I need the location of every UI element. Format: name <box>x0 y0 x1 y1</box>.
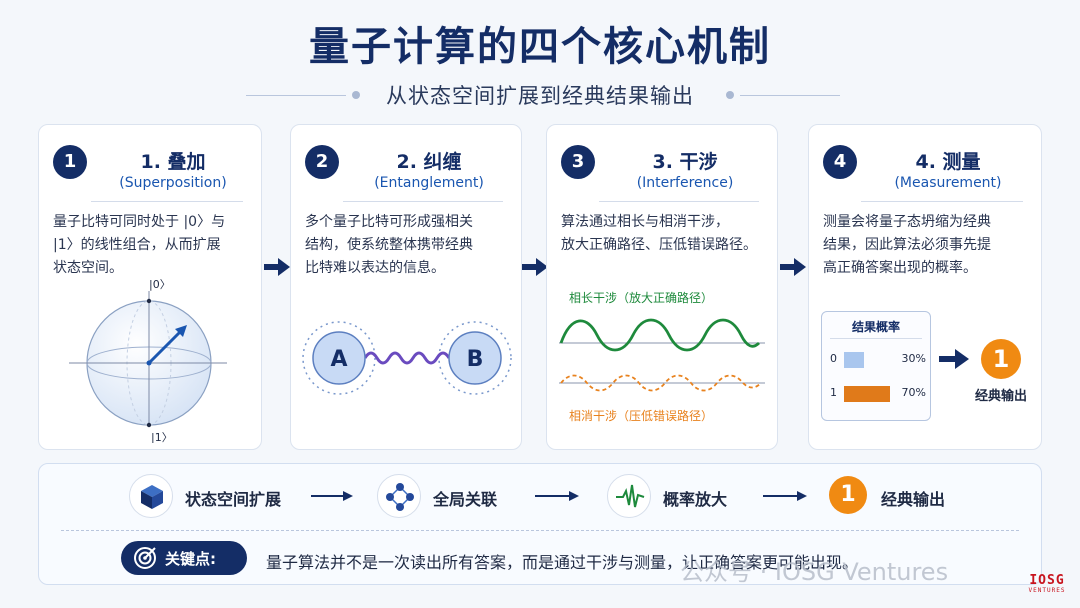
key-point-text: 量子算法并不是一次读出所有答案，而是通过干涉与测量，让正确答案更可能出现。 <box>266 553 859 572</box>
card-divider <box>599 201 759 202</box>
step-label: 概率放大 <box>663 490 728 509</box>
brand-logo: IOSG VENTURES <box>1022 574 1072 595</box>
desc-line: 量子比特可同时处于 |0〉与 <box>53 214 226 230</box>
ket-zero-label: |0〉 <box>149 278 171 291</box>
waveform-icon <box>616 484 645 508</box>
card-subtitle: (Superposition) <box>119 175 227 191</box>
outcome-label: 1 <box>830 386 837 399</box>
summary-panel: 状态空间扩展 全局关联 概率放大 1 经典输出 关键点: 量子算法并不是一次读出… <box>38 463 1042 585</box>
subtitle-dot-left <box>352 91 360 99</box>
node-a-label: A <box>330 347 347 372</box>
probability-title: 结果概率 <box>851 320 900 334</box>
constructive-wave <box>559 318 765 352</box>
arrow-right-icon <box>535 491 579 501</box>
probability-divider <box>830 338 922 339</box>
node-b-label: B <box>467 347 484 372</box>
desc-line: 算法通过相长与相消干涉， <box>561 214 729 230</box>
desc-line: 多个量子比特可形成强相关 <box>305 214 473 230</box>
arrow-right-icon <box>311 491 353 501</box>
output-one-icon: 1 <box>829 476 867 514</box>
card-number: 2 <box>305 145 339 179</box>
card-description: 算法通过相长与相消干涉， 放大正确路径、压低错误路径。 <box>561 211 763 257</box>
key-point-badge: 关键点: <box>121 541 247 575</box>
step-icon-circle <box>607 474 651 518</box>
card-title: 4. 测量 <box>915 151 981 173</box>
outcome-label: 0 <box>830 352 837 365</box>
result-badge: 1 <box>981 339 1021 379</box>
result-label: 经典输出 <box>974 389 1027 404</box>
constructive-label: 相长干涉（放大正确路径） <box>569 291 714 305</box>
card-divider <box>343 201 503 202</box>
probability-value: 30% <box>901 352 926 365</box>
flow-arrow-icon <box>780 258 806 276</box>
desc-line: 高正确答案出现的概率。 <box>823 260 977 276</box>
card-subtitle: (Entanglement) <box>374 175 484 191</box>
desc-line: 比特难以表达的信息。 <box>305 260 445 276</box>
probability-bar <box>844 352 864 368</box>
card-measurement: 4 4. 测量 (Measurement) 测量会将量子态坍缩为经典 结果，因此… <box>808 124 1042 450</box>
watermark: 公众号 · IOSG Ventures <box>680 558 949 586</box>
page-title: 量子计算的四个核心机制 <box>309 24 771 70</box>
desc-line: 结构，使系统整体携带经典 <box>305 237 473 253</box>
bloch-sphere-icon: |0〉 |1〉 <box>69 278 227 443</box>
logo-main: IOSG <box>1029 573 1065 588</box>
card-divider <box>861 201 1023 202</box>
card-interference: 3 3. 干涉 (Interference) 算法通过相长与相消干涉， 放大正确… <box>546 124 778 450</box>
subtitle-line-right <box>740 95 840 96</box>
subtitle-line-left <box>246 95 346 96</box>
summary-divider <box>61 530 1019 531</box>
probability-row: 1 70% <box>830 384 926 404</box>
card-title: 2. 纠缠 <box>396 151 462 173</box>
card-title: 3. 干涉 <box>652 151 718 173</box>
card-subtitle: (Measurement) <box>894 175 1002 191</box>
step-label: 全局关联 <box>433 490 498 509</box>
card-number: 3 <box>561 145 595 179</box>
probability-bar <box>844 386 890 402</box>
desc-line: 放大正确路径、压低错误路径。 <box>561 237 757 253</box>
flow-arrow-icon <box>264 258 290 276</box>
arrow-right-icon <box>939 349 969 369</box>
key-point-label: 关键点: <box>165 550 216 568</box>
destructive-wave <box>559 374 765 392</box>
card-description: 多个量子比特可形成强相关 结构，使系统整体携带经典 比特难以表达的信息。 <box>305 211 507 280</box>
arrow-right-icon <box>763 491 807 501</box>
desc-line: 测量会将量子态坍缩为经典 <box>823 214 991 230</box>
card-description: 量子比特可同时处于 |0〉与 |1〉的线性组合，从而扩展 状态空间。 <box>53 211 247 280</box>
network-icon <box>386 483 414 511</box>
card-superposition: 1 1. 叠加 (Superposition) 量子比特可同时处于 |0〉与 |… <box>38 124 262 450</box>
step-label: 经典输出 <box>881 490 946 509</box>
cube-icon <box>141 485 163 509</box>
step-icon-circle <box>129 474 173 518</box>
ket-one-label: |1〉 <box>151 431 173 443</box>
subtitle-row: 从状态空间扩展到经典结果输出 <box>0 80 1080 110</box>
card-divider <box>91 201 243 202</box>
desc-line: |1〉的线性组合，从而扩展 <box>53 237 221 253</box>
card-description: 测量会将量子态坍缩为经典 结果，因此算法必须事先提 高正确答案出现的概率。 <box>823 211 1027 280</box>
entanglement-diagram: A B <box>302 321 512 395</box>
desc-line: 状态空间。 <box>53 260 123 276</box>
card-entanglement: 2 2. 纠缠 (Entanglement) 多个量子比特可形成强相关 结构，使… <box>290 124 522 450</box>
flow-arrow-icon <box>522 258 548 276</box>
probability-row: 0 30% <box>830 350 926 370</box>
card-number: 4 <box>823 145 857 179</box>
card-subtitle: (Interference) <box>636 175 734 191</box>
target-icon <box>134 547 156 569</box>
destructive-label: 相消干涉（压低错误路径） <box>569 409 714 423</box>
step-icon-circle <box>377 474 421 518</box>
probability-panel: 结果概率 0 30% 1 70% <box>821 311 931 421</box>
subtitle-dot-right <box>726 91 734 99</box>
step-label: 状态空间扩展 <box>185 490 282 509</box>
card-number: 1 <box>53 145 87 179</box>
probability-value: 70% <box>901 386 926 399</box>
card-title: 1. 叠加 <box>140 151 206 173</box>
page-subtitle: 从状态空间扩展到经典结果输出 <box>386 84 694 108</box>
desc-line: 结果，因此算法必须事先提 <box>823 237 991 253</box>
logo-sub: VENTURES <box>1028 587 1066 594</box>
